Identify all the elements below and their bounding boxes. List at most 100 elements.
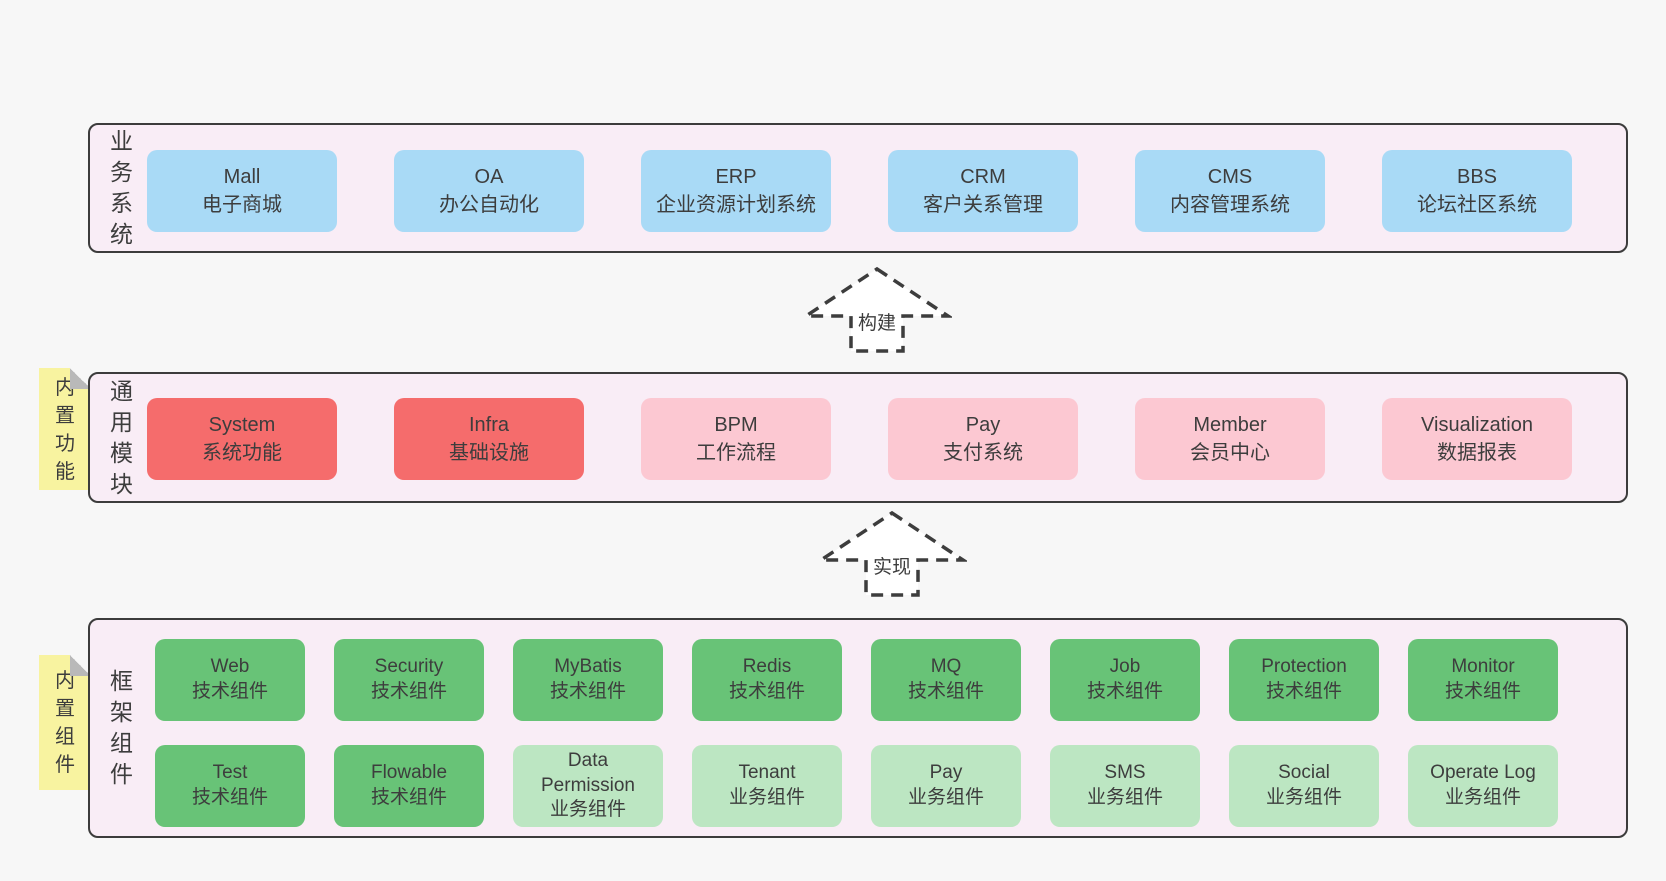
- box-title: Job: [1109, 656, 1141, 678]
- band-label: 通用模块: [110, 377, 133, 497]
- band-business-systems: 业务系统 Mall 电子商城 OA 办公自动化 ERP 企业资源计划系统 CRM…: [88, 123, 1628, 253]
- tab-label: 内置组件: [55, 670, 75, 776]
- box-member: Member 会员中心: [1135, 398, 1325, 480]
- box-cms: CMS 内容管理系统: [1135, 150, 1325, 232]
- arrow-label-build: 构建: [854, 308, 900, 335]
- band-common-modules: 通用模块 System 系统功能 Infra 基础设施 BPM 工作流程 Pay…: [88, 372, 1628, 503]
- box-title: SMS: [1104, 762, 1146, 784]
- box-test: Test 技术组件: [155, 745, 305, 827]
- business-systems-row: Mall 电子商城 OA 办公自动化 ERP 企业资源计划系统 CRM 客户关系…: [147, 150, 1572, 232]
- box-subtitle: 业务组件: [1086, 787, 1163, 808]
- box-mq: MQ 技术组件: [871, 639, 1021, 721]
- box-subtitle: 技术组件: [549, 681, 626, 702]
- box-subtitle: 业务组件: [1265, 787, 1342, 808]
- box-sms: SMS 业务组件: [1050, 745, 1200, 827]
- box-subtitle: 技术组件: [191, 787, 268, 808]
- box-subtitle: 系统功能: [202, 442, 282, 464]
- box-subtitle: 会员中心: [1190, 442, 1270, 464]
- box-subtitle: 电子商城: [202, 194, 282, 216]
- box-title: Pay: [965, 414, 1001, 436]
- box-title: Redis: [742, 656, 792, 678]
- band-label: 业务系统: [110, 127, 133, 248]
- box-subtitle: 业务组件: [1444, 787, 1521, 808]
- box-title: OA: [474, 166, 504, 188]
- box-title: Security: [374, 656, 444, 678]
- box-subtitle: 业务组件: [549, 799, 626, 821]
- box-title: Operate Log: [1430, 762, 1536, 784]
- box-subtitle: 技术组件: [191, 681, 268, 702]
- box-title: ERP: [715, 166, 757, 188]
- folded-corner-icon: [70, 655, 91, 676]
- box-title: CMS: [1207, 166, 1253, 188]
- box-subtitle: 技术组件: [907, 681, 984, 702]
- box-crm: CRM 客户关系管理: [888, 150, 1078, 232]
- box-subtitle: 办公自动化: [439, 194, 539, 216]
- box-operate-log: Operate Log 业务组件: [1408, 745, 1558, 827]
- box-title: Test: [212, 762, 248, 784]
- box-subtitle: 数据报表: [1437, 442, 1517, 464]
- box-infra: Infra 基础设施: [394, 398, 584, 480]
- folded-corner-icon: [70, 368, 91, 389]
- box-tenant: Tenant 业务组件: [692, 745, 842, 827]
- box-subtitle: 业务组件: [728, 787, 805, 808]
- box-title: BPM: [714, 414, 758, 436]
- box-subtitle: 企业资源计划系统: [656, 194, 816, 216]
- box-pay-module: Pay 支付系统: [888, 398, 1078, 480]
- box-subtitle: 技术组件: [728, 681, 805, 702]
- box-social: Social 业务组件: [1229, 745, 1379, 827]
- box-subtitle: 客户关系管理: [923, 194, 1043, 216]
- arrow-label-implement: 实现: [869, 552, 915, 579]
- framework-components-row-1: Web 技术组件 Security 技术组件 MyBatis 技术组件 Redi…: [155, 639, 1558, 721]
- box-title: Social: [1278, 762, 1330, 784]
- arrow-up-build-icon: 构建: [802, 266, 952, 354]
- box-flowable: Flowable 技术组件: [334, 745, 484, 827]
- box-subtitle: 业务组件: [907, 787, 984, 808]
- sticky-tab-built-in-features: 内置功能: [39, 368, 91, 490]
- box-subtitle: 工作流程: [696, 442, 776, 464]
- box-title: BBS: [1456, 166, 1498, 188]
- box-job: Job 技术组件: [1050, 639, 1200, 721]
- box-data-permission: Data Permission 业务组件: [513, 745, 663, 827]
- box-title: Member: [1193, 414, 1267, 436]
- box-visualization: Visualization 数据报表: [1382, 398, 1572, 480]
- box-title: Infra: [468, 414, 510, 436]
- box-subtitle: 内容管理系统: [1170, 194, 1290, 216]
- box-mall: Mall 电子商城: [147, 150, 337, 232]
- framework-components-row-2: Test 技术组件 Flowable 技术组件 Data Permission …: [155, 745, 1558, 827]
- box-pay-component: Pay 业务组件: [871, 745, 1021, 827]
- box-protection: Protection 技术组件: [1229, 639, 1379, 721]
- box-system: System 系统功能: [147, 398, 337, 480]
- box-title: Tenant: [738, 762, 796, 784]
- box-erp: ERP 企业资源计划系统: [641, 150, 831, 232]
- box-title: Protection: [1261, 656, 1347, 678]
- box-subtitle: 支付系统: [943, 442, 1023, 464]
- sticky-tab-built-in-components: 内置组件: [39, 655, 91, 790]
- box-subtitle: 基础设施: [449, 442, 529, 464]
- box-mybatis: MyBatis 技术组件: [513, 639, 663, 721]
- box-title: Flowable: [370, 762, 448, 784]
- arrow-up-implement-icon: 实现: [817, 510, 967, 598]
- box-title: CRM: [960, 166, 1006, 188]
- box-title: MyBatis: [554, 656, 622, 678]
- box-title: Web: [210, 656, 250, 678]
- box-title: MQ: [930, 656, 962, 678]
- box-subtitle: 技术组件: [370, 787, 447, 808]
- box-title: Pay: [929, 762, 963, 784]
- common-modules-row: System 系统功能 Infra 基础设施 BPM 工作流程 Pay 支付系统…: [147, 398, 1572, 480]
- box-title: System: [208, 414, 276, 436]
- box-subtitle: 技术组件: [1086, 681, 1163, 702]
- box-redis: Redis 技术组件: [692, 639, 842, 721]
- box-bpm: BPM 工作流程: [641, 398, 831, 480]
- box-subtitle: 论坛社区系统: [1417, 194, 1537, 216]
- box-subtitle: 技术组件: [1444, 681, 1521, 702]
- box-title: Data Permission: [541, 749, 635, 796]
- box-oa: OA 办公自动化: [394, 150, 584, 232]
- box-security: Security 技术组件: [334, 639, 484, 721]
- box-monitor: Monitor 技术组件: [1408, 639, 1558, 721]
- box-title: Monitor: [1451, 656, 1515, 678]
- band-label: 框架组件: [110, 667, 133, 788]
- band-framework-components: 框架组件 Web 技术组件 Security 技术组件 MyBatis 技术组件…: [88, 618, 1628, 838]
- box-bbs: BBS 论坛社区系统: [1382, 150, 1572, 232]
- box-subtitle: 技术组件: [1265, 681, 1342, 702]
